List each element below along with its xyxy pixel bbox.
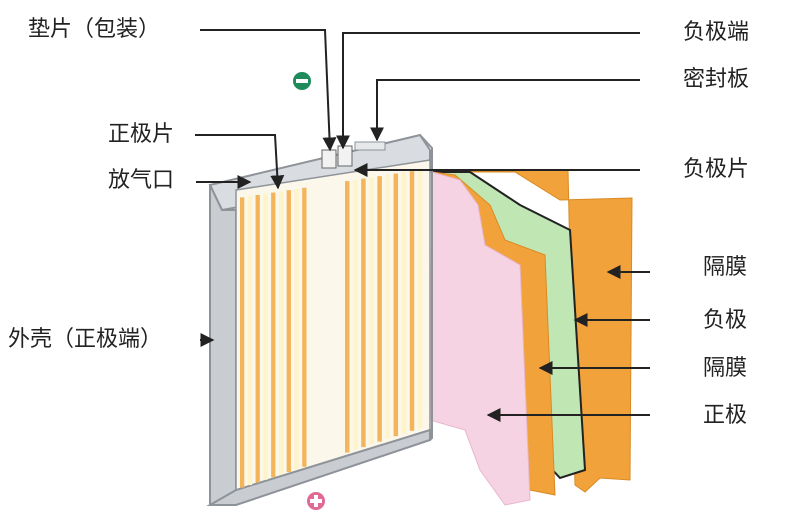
electrode-stripe (271, 192, 276, 478)
separator-inner-label: 隔膜 (703, 356, 748, 381)
separator-outer-label: 隔膜 (703, 255, 748, 280)
positive-tab-label: 正极片 (108, 122, 175, 147)
electrode-stripe (417, 169, 423, 429)
electrode-stripe (247, 196, 253, 486)
shell-positive-label: 外壳（正极端） (8, 327, 163, 352)
negative-tab (337, 145, 353, 167)
electrode-stripe (401, 172, 407, 434)
electrode-stripe (377, 176, 382, 442)
electrode-stripe (385, 174, 390, 439)
electrode-stripe (255, 194, 260, 483)
electrode-stripe (263, 193, 268, 480)
plus-circle-icon (307, 492, 325, 510)
electrode-stripe (353, 179, 358, 450)
shell-side-edge (419, 134, 433, 441)
electrode-stripes (240, 169, 423, 488)
electrode-stripe (294, 188, 299, 470)
gasket-package-label: 垫片（包装） (28, 17, 161, 42)
positive-tab (321, 149, 337, 169)
shell-bottom (206, 428, 431, 506)
vent-label: 放气口 (108, 168, 175, 193)
electrode-stripe (369, 177, 374, 445)
electrode-stripe (286, 190, 291, 473)
seal-plate (354, 141, 386, 151)
negative-tab-label: 负极片 (683, 157, 750, 182)
negative-electrode-label: 负极 (703, 308, 748, 333)
seal-plate-label: 密封板 (683, 67, 750, 92)
negative-terminal-label: 负极端 (683, 20, 750, 45)
leader-negative-terminal (336, 32, 640, 150)
electrode-stripe (240, 197, 245, 488)
electrode-stripe (302, 187, 307, 467)
leader-gasket (200, 29, 337, 152)
leader-positive-tab (195, 134, 285, 190)
electrode-stripe (278, 191, 284, 475)
positive-electrode-layer (429, 171, 531, 506)
electrode-stripe (361, 178, 366, 448)
shell-front (209, 184, 237, 506)
electrode-stripe (409, 171, 415, 431)
leader-seal-plate (370, 79, 640, 142)
electrode-stripe (393, 173, 399, 437)
positive-electrode-label: 正极 (703, 403, 748, 428)
electrode-stripe (345, 181, 350, 453)
minus-circle-icon (293, 72, 311, 90)
